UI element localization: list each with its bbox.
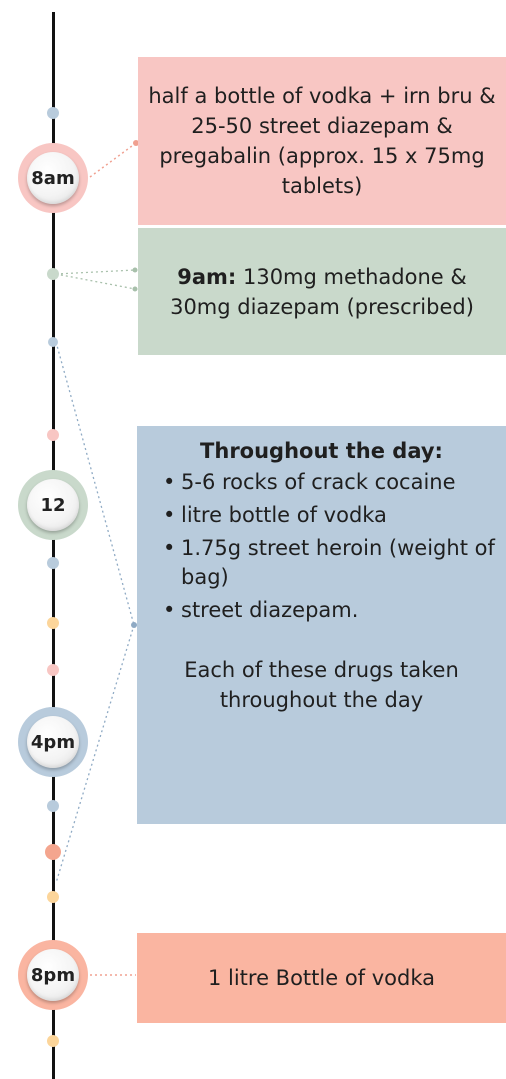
badge-label: 8am xyxy=(31,167,75,189)
timeline-dot xyxy=(47,107,59,119)
timeline-spine xyxy=(52,12,55,1079)
timeline-dot xyxy=(47,664,59,676)
card-day-heading: Throughout the day: xyxy=(200,439,443,463)
timeline-dot xyxy=(47,557,59,569)
timeline-dot xyxy=(47,891,59,903)
time-badge-8am: 8am xyxy=(18,143,88,213)
card-8pm-text: 1 litre Bottle of vodka xyxy=(207,966,436,990)
badge-label: 4pm xyxy=(30,731,76,753)
card-9am-body: 130mg methadone & 30mg diazepam (prescri… xyxy=(170,264,474,319)
list-item: litre bottle of vodka xyxy=(163,501,498,530)
card-9am-text: 9am: 130mg methadone & 30mg diazepam (pr… xyxy=(148,262,496,322)
timeline-dot xyxy=(47,268,59,280)
card-throughout-day: Throughout the day: 5-6 rocks of crack c… xyxy=(137,426,506,824)
list-item: street diazepam. xyxy=(163,596,498,625)
card-morning-text: half a bottle of vodka + irn bru & 25-50… xyxy=(148,84,496,198)
timeline-dot xyxy=(47,800,59,812)
time-badge-12: 12 xyxy=(18,470,88,540)
timeline-dot xyxy=(45,844,61,860)
timeline-dot xyxy=(48,337,58,347)
card-9am: 9am: 130mg methadone & 30mg diazepam (pr… xyxy=(138,228,506,355)
badge-label: 8pm xyxy=(30,964,76,986)
timeline-dot xyxy=(47,617,59,629)
card-8pm: 1 litre Bottle of vodka xyxy=(137,933,506,1023)
card-9am-lead: 9am: xyxy=(177,264,237,289)
list-item: 1.75g street heroin (weight of bag) xyxy=(163,534,498,592)
time-badge-8pm: 8pm xyxy=(18,940,88,1010)
timeline-dot xyxy=(47,429,59,441)
list-item: 5-6 rocks of crack cocaine xyxy=(163,468,498,497)
badge-label: 12 xyxy=(40,494,66,516)
timeline-dot xyxy=(47,1035,59,1047)
card-morning: half a bottle of vodka + irn bru & 25-50… xyxy=(138,57,506,225)
card-day-footer: Each of these drugs taken throughout the… xyxy=(184,658,459,712)
time-badge-4pm: 4pm xyxy=(18,707,88,777)
drug-list: 5-6 rocks of crack cocaine litre bottle … xyxy=(145,468,498,629)
